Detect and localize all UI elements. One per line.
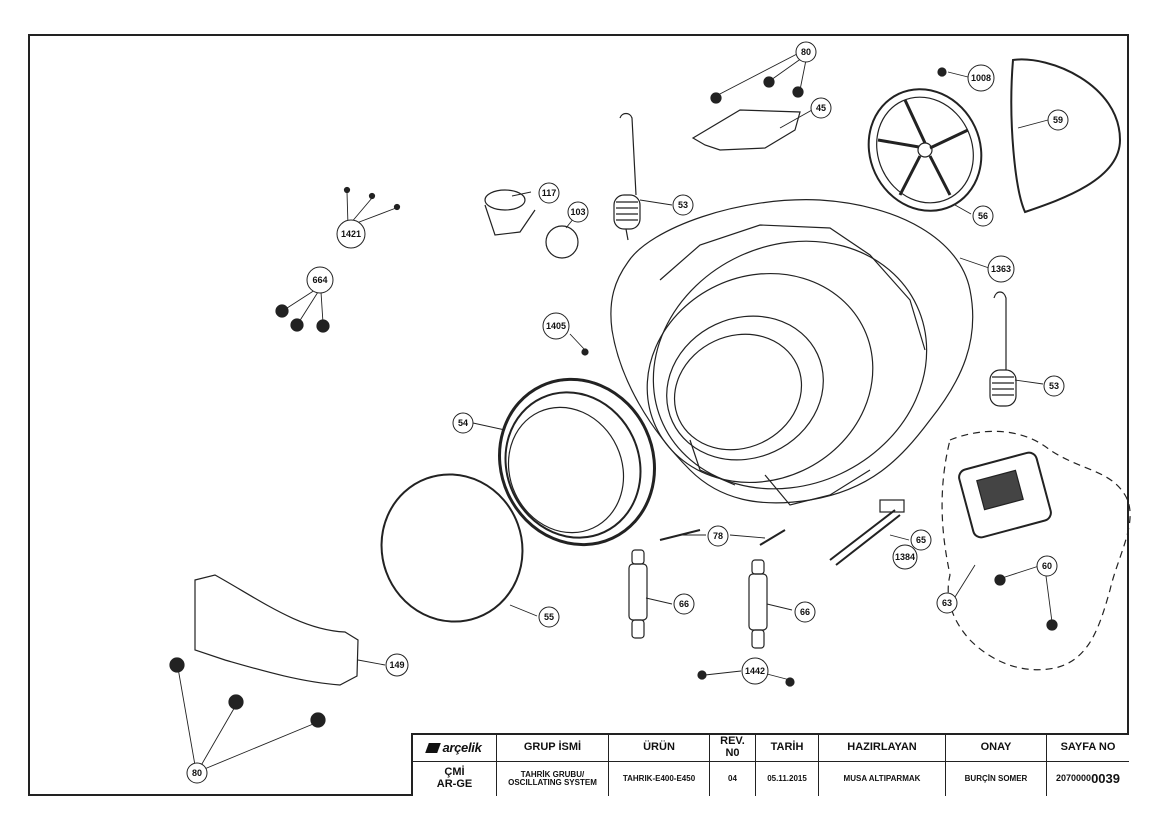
svg-text:1384: 1384 [895, 552, 915, 562]
value-product: TAHRIK-E400-E450 [609, 762, 710, 796]
svg-text:80: 80 [192, 768, 202, 778]
motor-63 [958, 451, 1052, 539]
callout-66-left: 66 [673, 593, 695, 615]
value-date: 05.11.2015 [756, 762, 819, 796]
header-rev-no-line2: N0 [725, 747, 740, 759]
callout-55: 55 [538, 606, 560, 628]
department-line1: ÇMİ [444, 766, 465, 779]
callout-54: 54 [452, 412, 474, 434]
svg-text:78: 78 [713, 531, 723, 541]
value-rev-no: 04 [710, 762, 756, 796]
header-approval: ONAY [946, 735, 1047, 762]
header-date: TARİH [756, 735, 819, 762]
svg-text:1421: 1421 [341, 229, 361, 239]
svg-text:149: 149 [389, 660, 404, 670]
callout-53-right: 53 [1043, 375, 1065, 397]
svg-text:103: 103 [570, 207, 585, 217]
leader-lines [177, 53, 1053, 772]
callout-117: 117 [538, 182, 560, 204]
gasket-ring-55 [380, 473, 524, 623]
svg-text:53: 53 [1049, 381, 1059, 391]
value-group-name-line1: TAHRİK GRUBU/ [520, 769, 585, 779]
svg-text:66: 66 [800, 607, 810, 617]
logo-text: arçelik [442, 740, 482, 756]
company-logo: arçelik [413, 735, 497, 762]
callout-60: 60 [1036, 555, 1058, 577]
svg-text:54: 54 [458, 418, 468, 428]
heater-65 [829, 499, 905, 566]
svg-text:1363: 1363 [991, 264, 1011, 274]
header-rev-no-line1: REV. [720, 735, 745, 748]
shock-absorber-66-left [628, 549, 648, 639]
header-product: ÜRÜN [609, 735, 710, 762]
svg-text:60: 60 [1042, 561, 1052, 571]
callout-1384: 1384 [892, 544, 918, 570]
tub-1363 [646, 224, 928, 506]
value-prepared-by: MUSA ALTIPARMAK [819, 762, 946, 796]
callout-149: 149 [385, 653, 409, 677]
value-group-name-line2: OSCILLATING SYSTEM [508, 778, 597, 787]
motor-group-outline [941, 430, 1131, 671]
header-page-no: SAYFA NO [1047, 735, 1129, 762]
callout-80-bottom: 80 [186, 762, 208, 784]
callout-53-top: 53 [672, 194, 694, 216]
callout-63: 63 [936, 592, 958, 614]
screws [169, 67, 1058, 728]
spring-53-right [989, 291, 1017, 407]
callout-103: 103 [567, 201, 589, 223]
callout-65: 65 [910, 529, 932, 551]
spring-53-top [613, 112, 641, 241]
svg-text:1008: 1008 [971, 73, 991, 83]
callout-56: 56 [972, 205, 994, 227]
tub-group-outline [610, 199, 974, 504]
svg-text:80: 80 [801, 47, 811, 57]
svg-text:1405: 1405 [546, 321, 566, 331]
callout-1421: 1421 [336, 219, 366, 249]
svg-text:117: 117 [542, 188, 557, 198]
svg-text:59: 59 [1053, 115, 1063, 125]
header-prepared-by: HAZIRLAYAN [819, 735, 946, 762]
svg-text:66: 66 [679, 599, 689, 609]
callout-78: 78 [707, 525, 729, 547]
shock-absorber-66-right [748, 559, 768, 649]
part-117 [484, 189, 536, 236]
callout-1363: 1363 [987, 255, 1015, 283]
header-group-name: GRUP İSMİ [497, 735, 609, 762]
department-line2: AR-GE [436, 778, 473, 790]
belt-59 [1010, 58, 1122, 214]
svg-text:1442: 1442 [745, 666, 765, 676]
svg-text:664: 664 [312, 275, 327, 285]
svg-text:55: 55 [544, 612, 554, 622]
ring-103 [545, 225, 579, 259]
counterweight-149 [194, 574, 359, 686]
callout-664: 664 [306, 266, 334, 294]
callout-45: 45 [810, 97, 832, 119]
callout-1008: 1008 [967, 64, 995, 92]
title-block: arçelik GRUP İSMİ ÜRÜN REV. N0 TARİH HAZ… [411, 733, 1129, 796]
value-approval: BURÇİN SOMER [946, 762, 1047, 796]
svg-text:65: 65 [916, 535, 926, 545]
callout-80-top: 80 [795, 41, 817, 63]
value-page-no-prefix: 2070000 [1056, 773, 1092, 784]
callout-1442: 1442 [741, 657, 769, 685]
value-group-name: TAHRİK GRUBU/ OSCILLATING SYSTEM [497, 762, 609, 796]
svg-text:56: 56 [978, 211, 988, 221]
svg-text:63: 63 [942, 598, 952, 608]
department: ÇMİ AR-GE [413, 762, 497, 796]
pulley-56 [867, 88, 983, 212]
svg-text:53: 53 [678, 200, 688, 210]
svg-text:45: 45 [816, 103, 826, 113]
callout-1405: 1405 [542, 312, 570, 340]
value-page-no-suffix: 0039 [1091, 771, 1120, 787]
front-ring-54 [498, 377, 656, 547]
logo-mark-icon [425, 743, 442, 753]
callout-59: 59 [1047, 109, 1069, 131]
bracket-45 [691, 109, 801, 151]
callout-66-right: 66 [794, 601, 816, 623]
header-rev-no: REV. N0 [710, 735, 756, 762]
